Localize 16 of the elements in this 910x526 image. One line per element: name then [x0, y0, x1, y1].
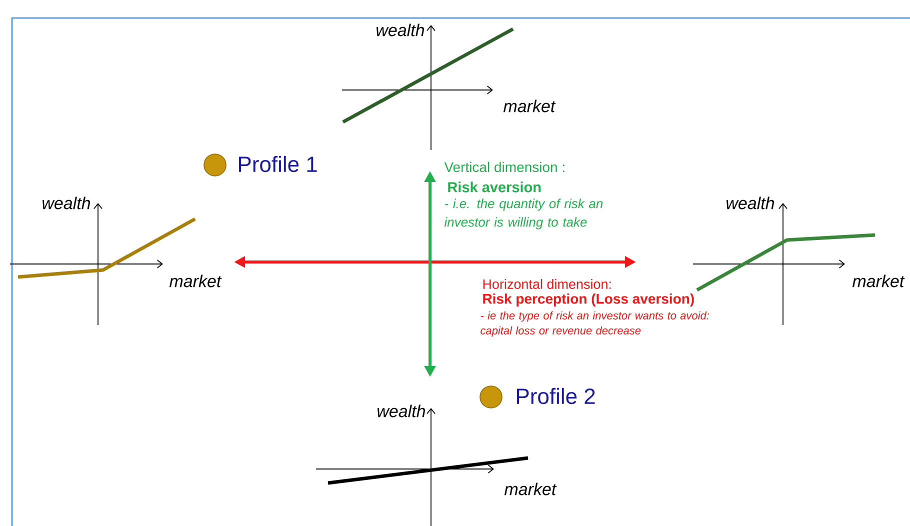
- profile-label: Profile 2: [517, 388, 595, 404]
- dimension-note: - ie the type of risk an investor wants to avoid: capital loss or revenue decrease: [480, 311, 709, 337]
- axis-label: market: [504, 100, 556, 112]
- axis-label: wealth: [378, 404, 426, 418]
- axis-label: wealth: [726, 196, 774, 210]
- axis-label: market: [170, 274, 222, 288]
- axis-label: market: [504, 482, 557, 496]
- dimension-heading: Vertical dimension :: [444, 162, 564, 172]
- dimension-title: Risk perception (Loss aversion): [483, 293, 694, 307]
- dimension-title: Risk aversion: [448, 182, 541, 192]
- axis-label: wealth: [376, 24, 424, 36]
- profile-label: Profile 1: [239, 156, 317, 172]
- dimension-note: - i.e. the quantity of risk an investor is willing to take: [444, 198, 603, 230]
- axis-label: market: [852, 274, 905, 288]
- dimension-heading: Horizontal dimension:: [483, 279, 611, 289]
- axis-label: wealth: [42, 196, 90, 210]
